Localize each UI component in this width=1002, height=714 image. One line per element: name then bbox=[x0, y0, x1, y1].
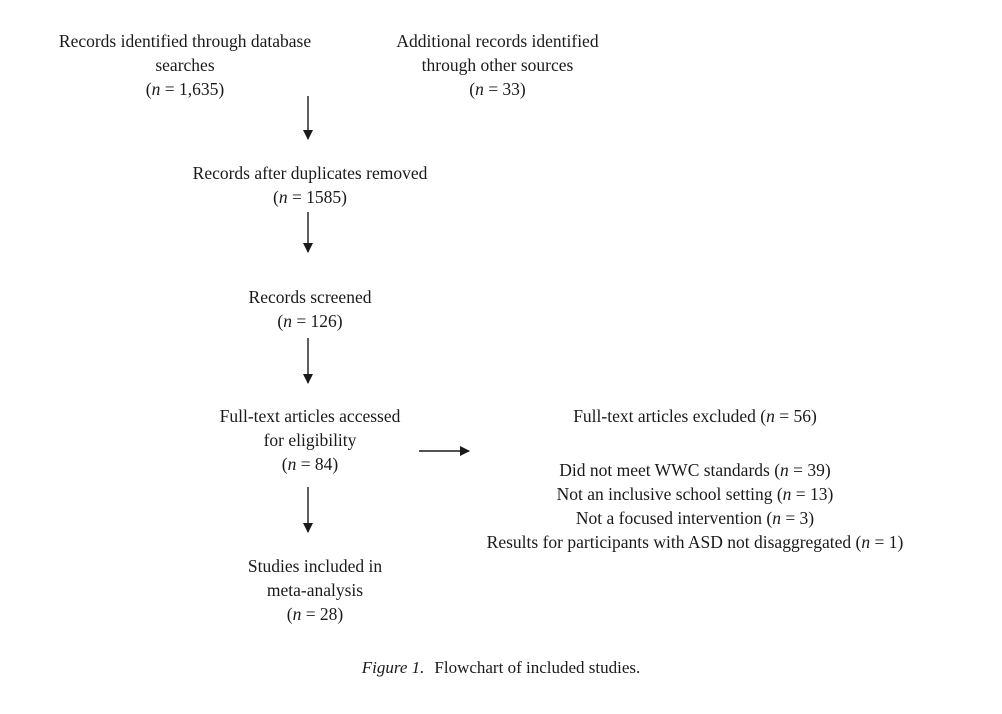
node-included-count: (n = 28) bbox=[286, 604, 344, 624]
n-symbol: n bbox=[278, 187, 288, 207]
excluded-heading-count: = 56) bbox=[774, 406, 817, 426]
node-duplicates-removed: Records after duplicates removed (n = 15… bbox=[145, 161, 475, 209]
n-symbol: n bbox=[292, 604, 302, 624]
node-database-line1: Records identified through database bbox=[58, 31, 312, 51]
node-screened-count: (n = 126) bbox=[277, 311, 343, 331]
n-symbol: n bbox=[861, 532, 871, 552]
n-symbol: n bbox=[151, 79, 161, 99]
node-database-line2: searches bbox=[155, 55, 215, 75]
excluded-heading-text: Full-text articles excluded ( bbox=[573, 406, 767, 426]
node-fulltext-line1: Full-text articles accessed bbox=[219, 406, 401, 426]
node-studies-included: Studies included in meta-analysis (n = 2… bbox=[205, 554, 425, 626]
figure-caption-text: Flowchart of included studies. bbox=[434, 658, 641, 677]
count-value: = 84) bbox=[296, 454, 339, 474]
reason-text: Results for participants with ASD not di… bbox=[486, 532, 862, 552]
reason-text: Not a focused intervention ( bbox=[575, 508, 773, 528]
n-symbol: n bbox=[772, 508, 781, 528]
node-full-text-eligibility: Full-text articles accessed for eligibil… bbox=[175, 404, 445, 476]
node-dedup-line1: Records after duplicates removed bbox=[192, 163, 428, 183]
node-fulltext-line2: for eligibility bbox=[263, 430, 357, 450]
node-database-records: Records identified through database sear… bbox=[20, 29, 350, 101]
node-other-line1: Additional records identified bbox=[396, 31, 599, 51]
excluded-reason: Did not meet WWC standards (n = 39) bbox=[440, 458, 950, 482]
node-dedup-count: (n = 1585) bbox=[272, 187, 348, 207]
reason-text: Did not meet WWC standards ( bbox=[559, 460, 781, 480]
reason-count: = 13) bbox=[791, 484, 834, 504]
count-value: = 126) bbox=[291, 311, 343, 331]
node-included-line1: Studies included in bbox=[247, 556, 383, 576]
n-symbol: n bbox=[475, 79, 484, 99]
reason-count: = 3) bbox=[780, 508, 815, 528]
figure-label: Figure 1. bbox=[361, 658, 425, 677]
count-value: = 28) bbox=[301, 604, 344, 624]
excluded-reason: Not an inclusive school setting (n = 13) bbox=[440, 482, 950, 506]
figure-caption: Figure 1. Flowchart of included studies. bbox=[0, 656, 1002, 680]
node-other-sources: Additional records identified through ot… bbox=[360, 29, 635, 101]
count-value: = 33) bbox=[483, 79, 526, 99]
n-symbol: n bbox=[287, 454, 297, 474]
node-screened-line1: Records screened bbox=[248, 287, 372, 307]
node-other-line2: through other sources bbox=[421, 55, 574, 75]
node-fulltext-count: (n = 84) bbox=[281, 454, 339, 474]
node-other-count: (n = 33) bbox=[469, 79, 526, 99]
node-database-count: (n = 1,635) bbox=[145, 79, 225, 99]
reason-count: = 1) bbox=[870, 532, 904, 552]
n-symbol: n bbox=[283, 311, 292, 331]
reason-text: Not an inclusive school setting ( bbox=[556, 484, 783, 504]
node-records-screened: Records screened (n = 126) bbox=[200, 285, 420, 333]
count-value: = 1585) bbox=[287, 187, 348, 207]
n-symbol: n bbox=[782, 484, 792, 504]
reason-count: = 39) bbox=[788, 460, 831, 480]
node-included-line2: meta-analysis bbox=[266, 580, 364, 600]
excluded-reason: Not a focused intervention (n = 3) bbox=[440, 506, 950, 530]
excluded-reason: Results for participants with ASD not di… bbox=[440, 530, 950, 554]
count-value: = 1,635) bbox=[160, 79, 225, 99]
n-symbol: n bbox=[766, 406, 775, 426]
n-symbol: n bbox=[780, 460, 789, 480]
excluded-heading: Full-text articles excluded (n = 56) bbox=[500, 404, 890, 428]
